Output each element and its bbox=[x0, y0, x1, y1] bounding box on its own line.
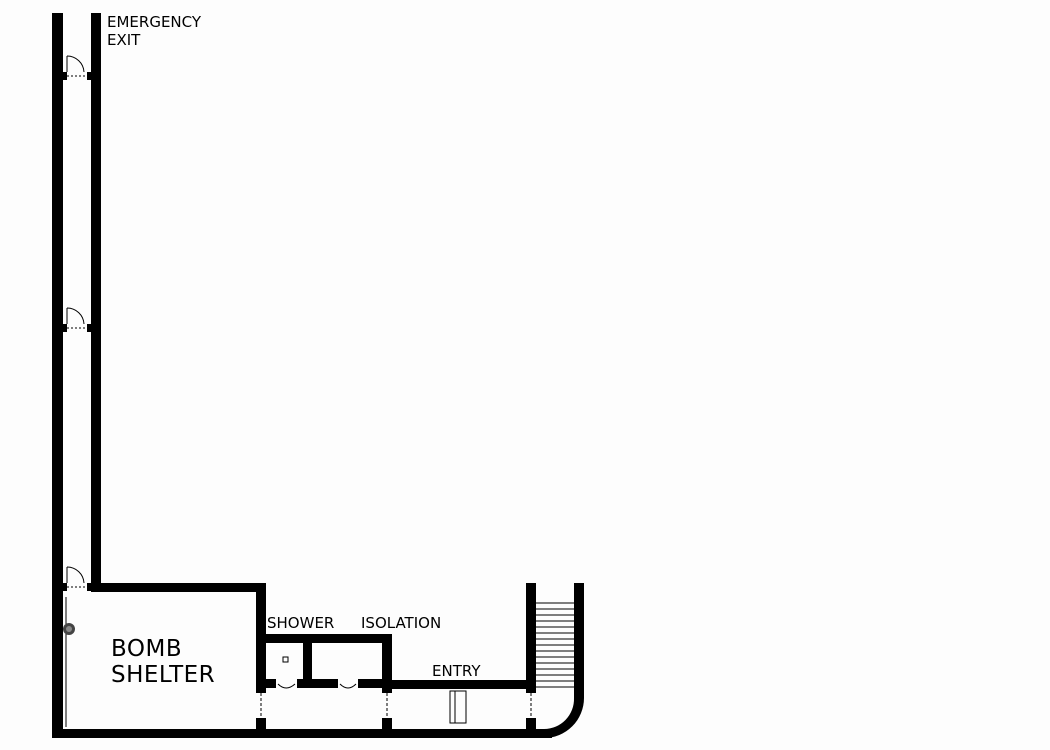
shower-north-wall bbox=[266, 634, 392, 643]
entry-bench-icon bbox=[449, 690, 467, 724]
entry-east-wall-lower bbox=[526, 718, 536, 729]
bomb-shelter-east-wall-upper bbox=[256, 583, 266, 693]
shower-south-wall-mid bbox=[297, 679, 338, 688]
shower-label: SHOWER bbox=[267, 614, 334, 632]
bomb-shelter-label-line2: SHELTER bbox=[111, 662, 215, 688]
bomb-shelter-north-wall bbox=[91, 583, 266, 592]
floor-drain-icon bbox=[63, 623, 75, 635]
entry-east-wall bbox=[526, 583, 536, 693]
emergency-exit-label-line2: EXIT bbox=[107, 31, 141, 49]
bomb-shelter-walls bbox=[52, 583, 552, 738]
shower-isolation-divider bbox=[303, 634, 312, 688]
shower-south-wall-left bbox=[266, 679, 276, 688]
emergency-exit-label: EMERGENCY bbox=[107, 13, 202, 31]
corridor-door-1[interactable] bbox=[63, 55, 91, 80]
stairs[interactable] bbox=[536, 602, 574, 688]
corridor-east-wall bbox=[91, 13, 101, 591]
bomb-shelter-east-wall-lower bbox=[256, 718, 266, 738]
shower-isolation-walls bbox=[266, 634, 392, 738]
isolation-east-wall-lower bbox=[382, 718, 392, 738]
shower-head-icon bbox=[282, 656, 289, 663]
isolation-label: ISOLATION bbox=[361, 614, 441, 632]
entry-label: ENTRY bbox=[432, 662, 481, 680]
bomb-shelter-label: BOMB bbox=[111, 636, 182, 662]
shower-door[interactable] bbox=[277, 683, 296, 689]
corridor-door-2[interactable] bbox=[63, 307, 91, 332]
entry-walls bbox=[388, 583, 584, 738]
outer-west-wall bbox=[52, 13, 63, 738]
stair-curved-corner bbox=[536, 692, 584, 738]
stair-outer-wall bbox=[574, 583, 584, 693]
isolation-south-wall bbox=[358, 679, 388, 688]
entry-north-wall bbox=[388, 680, 536, 689]
isolation-east-wall bbox=[382, 634, 392, 693]
isolation-door[interactable] bbox=[339, 683, 357, 689]
corridor-door-3[interactable] bbox=[63, 566, 91, 591]
corridor-walls bbox=[52, 13, 101, 738]
south-wall bbox=[52, 729, 552, 738]
